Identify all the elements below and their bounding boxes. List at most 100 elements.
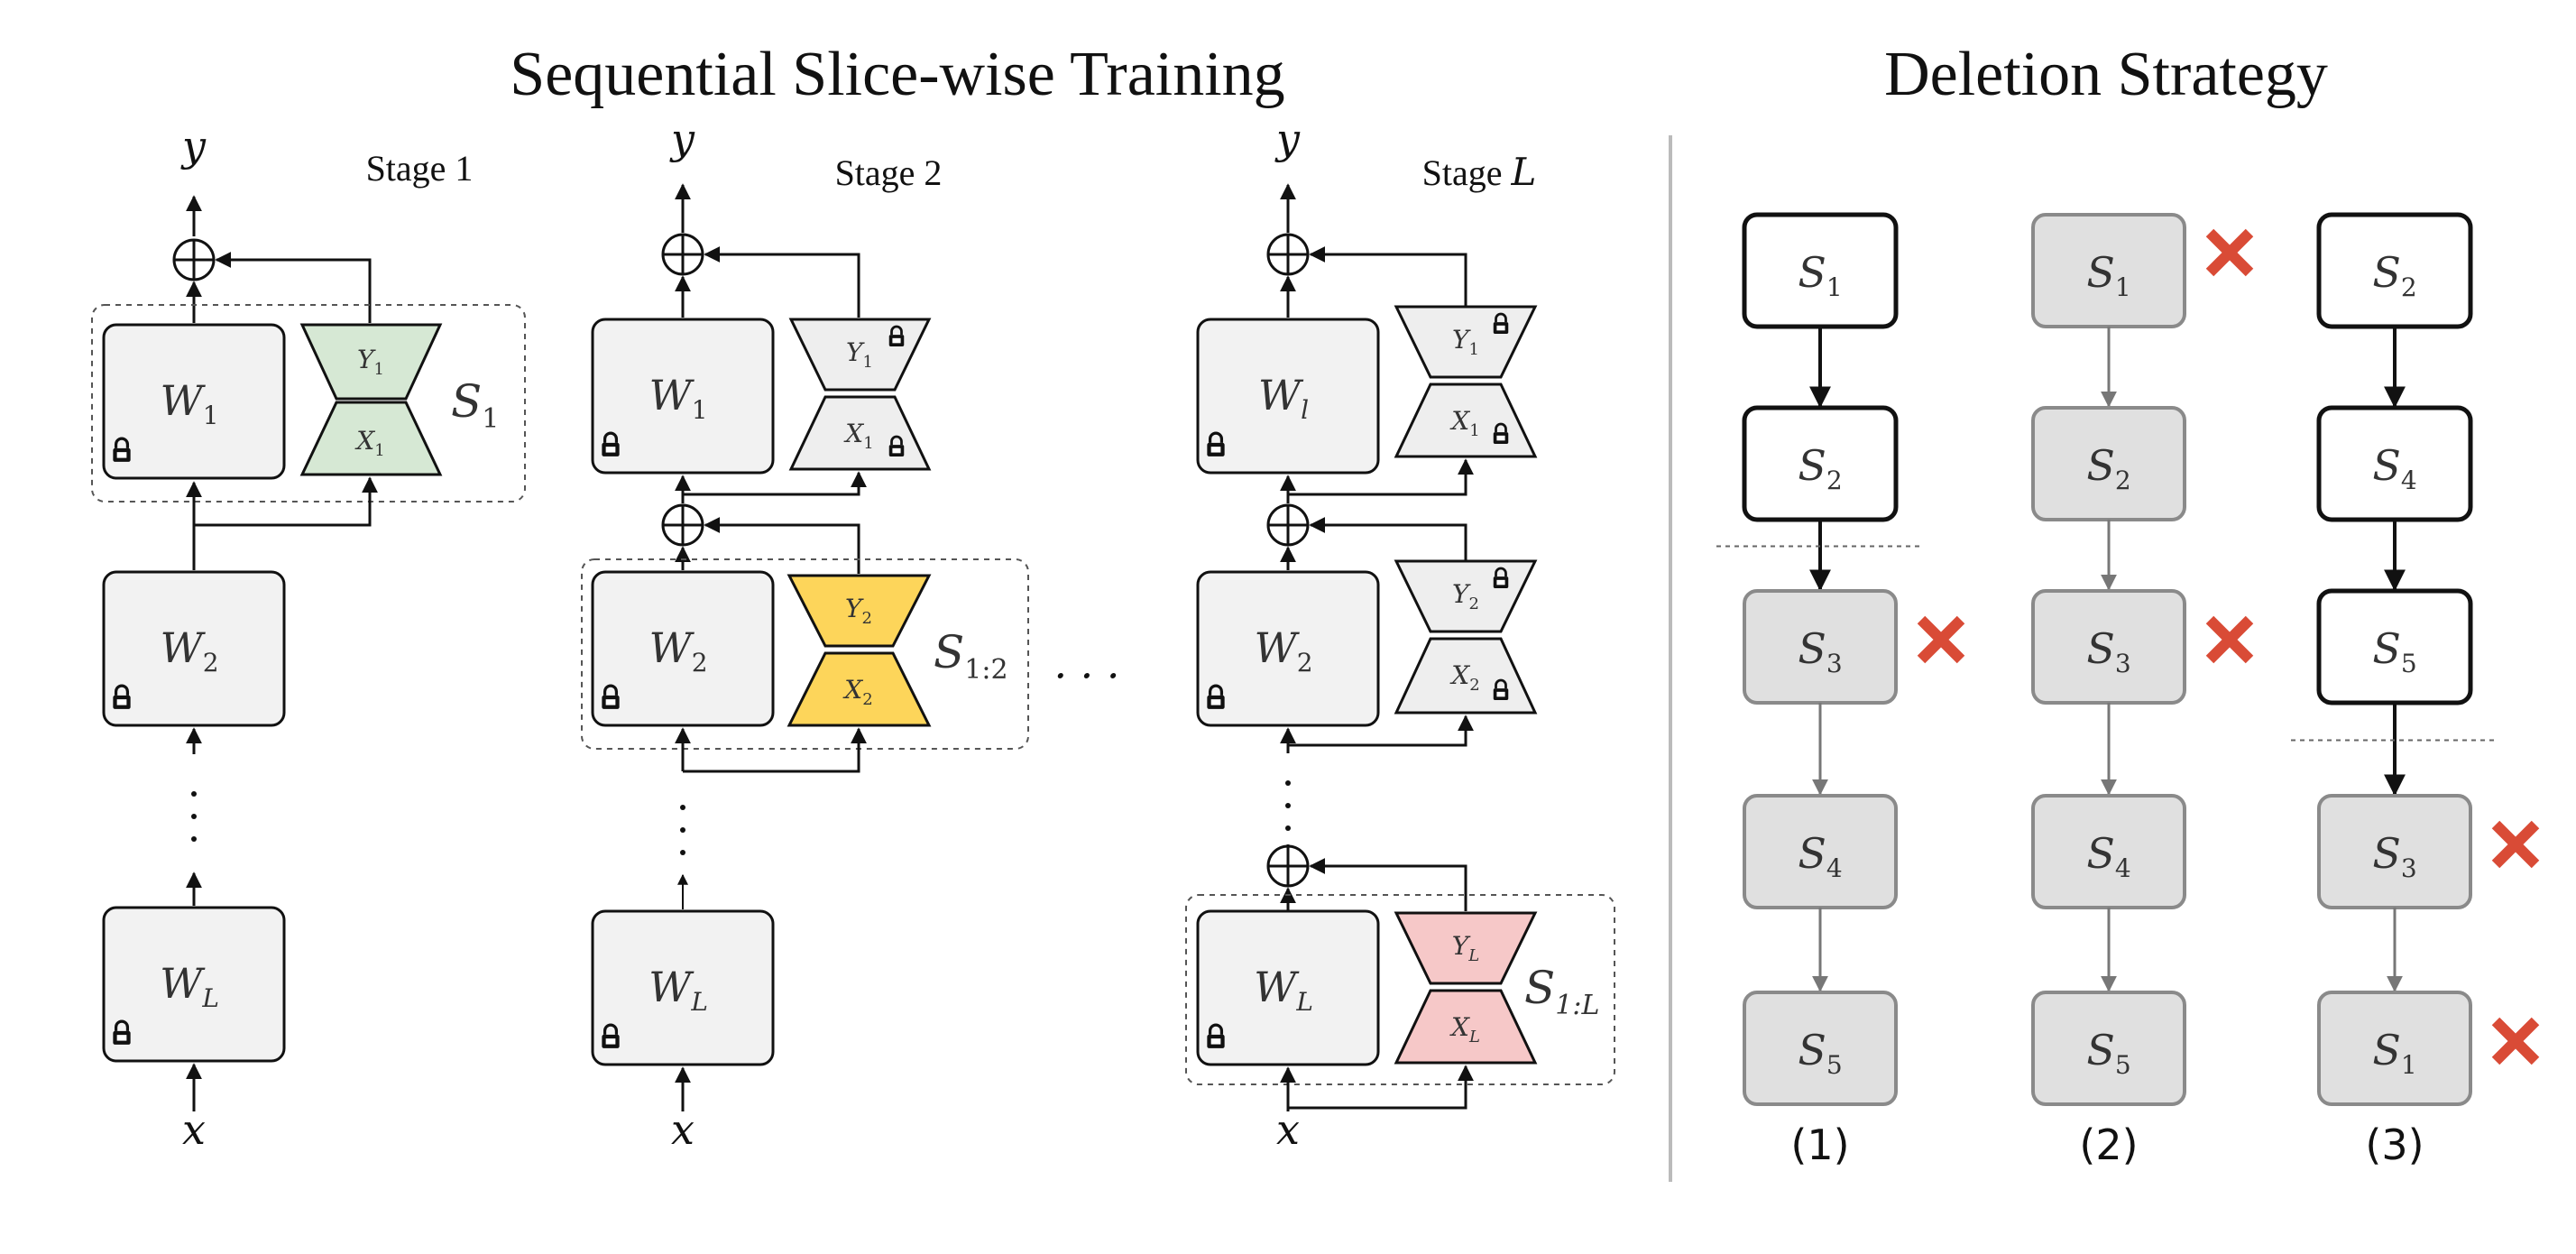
stage-2-x2-label: X2 <box>842 675 872 709</box>
deletion-column-label: (3) <box>2365 1120 2424 1169</box>
delete-cross-icon <box>2205 228 2254 277</box>
stage-L-wl-label: Wl <box>1258 371 1309 425</box>
stage-2-y2-label: Y2 <box>845 594 872 628</box>
stage-1-wL-block <box>102 906 286 1063</box>
stage-L-sum-node-top <box>1266 233 1310 276</box>
stage-2-vertical-ellipsis <box>680 805 685 855</box>
stage-L-wL-label: WL <box>1254 963 1313 1017</box>
stage-L-adapterl-skip <box>1309 246 1467 307</box>
stage-1-slice-label: S1 <box>451 375 499 435</box>
stage-L-y2-label: Y2 <box>1452 579 1479 613</box>
delete-cross-icon <box>2491 820 2540 869</box>
stage-1: Stage 1 y S1 W1 Y1 X1 W2 WL <box>91 122 526 1154</box>
stage-1-sum-node <box>172 238 216 281</box>
stage-2-wL-label: WL <box>649 963 708 1017</box>
slice-label: S2 <box>2086 441 2130 495</box>
stage-2-y1-label: Y1 <box>846 337 873 372</box>
stage-L: Stage L y Wl Y1 X1 W2 Y2 <box>1185 115 1615 1154</box>
stage-1-w2-block <box>102 570 286 727</box>
slice-label: S1 <box>2086 248 2130 302</box>
deletion-title: Deletion Strategy <box>1884 40 2328 109</box>
stage-1-wL-label: WL <box>160 959 219 1013</box>
stage-1-input-x: x <box>182 1105 206 1154</box>
stage-2-w1-label: W1 <box>649 371 707 425</box>
stage-L-sum-node-bottom <box>1266 844 1310 888</box>
stage-L-yL-label: YL <box>1452 931 1479 965</box>
stage-2-w2-block <box>591 570 775 727</box>
stage-L-x2-label: X2 <box>1449 660 1479 695</box>
slice-label: S3 <box>2086 624 2130 678</box>
stage-2-adapter2-input <box>683 727 867 773</box>
slice-label: S5 <box>1798 1026 1842 1080</box>
stage-L-w2-label: W2 <box>1254 623 1312 678</box>
stage-L-xL-adapter <box>1394 989 1538 1065</box>
slice-label: S3 <box>1798 624 1842 678</box>
stage-L-xL-label: XL <box>1449 1012 1480 1047</box>
stage-2-adapter1-skip <box>704 246 860 318</box>
slice-label: S4 <box>2086 829 2130 883</box>
training-title: Sequential Slice-wise Training <box>510 40 1284 109</box>
stage-1-x-adapter <box>299 401 443 476</box>
stage-1-y-label: Y1 <box>357 345 384 379</box>
slice-box-s5 <box>2031 991 2186 1106</box>
slice-label: S1 <box>2372 1026 2416 1080</box>
stage-1-x-label: X1 <box>354 426 384 460</box>
stage-2-output-y: y <box>669 115 695 163</box>
delete-cross-icon <box>2491 1017 2540 1065</box>
stage-1-w2-label: W2 <box>160 623 218 678</box>
slice-box-s1 <box>2317 991 2472 1106</box>
stage-1-output-y: y <box>180 122 207 171</box>
stage-1-label: Stage 1 <box>366 148 474 189</box>
stage-2-x1-label: X1 <box>843 419 873 453</box>
stage-1-adapter-skip <box>215 252 372 323</box>
stage-L-adapter2-skip <box>1309 517 1467 561</box>
stage-L-wL-block <box>1196 909 1380 1066</box>
delete-cross-icon <box>1917 615 1965 664</box>
stage-2-x2-adapter <box>787 651 932 727</box>
deletion-column-label: (1) <box>1790 1120 1849 1169</box>
slice-label: S2 <box>2372 248 2416 302</box>
stage-L-adapter2-input <box>1288 715 1474 747</box>
stage-2-label: Stage 2 <box>835 152 943 193</box>
stage-2-y2-adapter <box>787 574 932 648</box>
slice-label: S4 <box>2372 441 2416 495</box>
stage-L-yL-adapter <box>1394 911 1538 985</box>
slice-label: S1 <box>1798 248 1842 302</box>
slice-label: S5 <box>2086 1026 2130 1080</box>
stage-1-w1-block <box>102 323 286 480</box>
stage-2-slice-label: S1:2 <box>934 626 1008 686</box>
stage-1-y-adapter <box>299 323 443 401</box>
stage-2-adapter2-skip <box>704 517 860 574</box>
stage-L-w2-block <box>1196 570 1380 727</box>
stage-L-adapterl-input <box>1288 458 1474 496</box>
stage-2-slice-box <box>581 558 1029 750</box>
stage-2-sum-node-top <box>661 233 704 276</box>
stage-2-w1-block <box>591 318 775 475</box>
stage-2-input-x: x <box>671 1105 695 1154</box>
stage-L-label: Stage L <box>1422 150 1537 194</box>
slice-label: S5 <box>2372 624 2416 678</box>
stage-2-wL-block <box>591 909 775 1066</box>
stage-L-slice-label: S1:L <box>1524 962 1599 1021</box>
stage-1-adapter-input <box>194 476 378 527</box>
delete-cross-icon <box>2205 615 2254 664</box>
stage-L-input-x: x <box>1276 1105 1300 1154</box>
stage-L-wl-block <box>1196 318 1380 475</box>
slice-label: S2 <box>1798 441 1842 495</box>
stage-L-x1-label: X1 <box>1449 406 1479 440</box>
stage-L-y1-label: Y1 <box>1452 325 1479 359</box>
stage-L-adapterL-skip <box>1309 858 1467 911</box>
stage-1-slice-box <box>91 304 526 503</box>
deletion-column-label: (2) <box>2079 1120 2138 1169</box>
stage-L-output-y: y <box>1274 115 1301 163</box>
stage-2: Stage 2 y W1 Y1 X1 S1:2 · · · <box>581 115 1120 1154</box>
stage-1-w1-label: W1 <box>160 376 218 430</box>
stage-2-sum-node-mid <box>661 503 704 547</box>
stage-2-w2-label: W2 <box>649 623 707 678</box>
stage-1-vertical-ellipsis <box>191 791 197 842</box>
